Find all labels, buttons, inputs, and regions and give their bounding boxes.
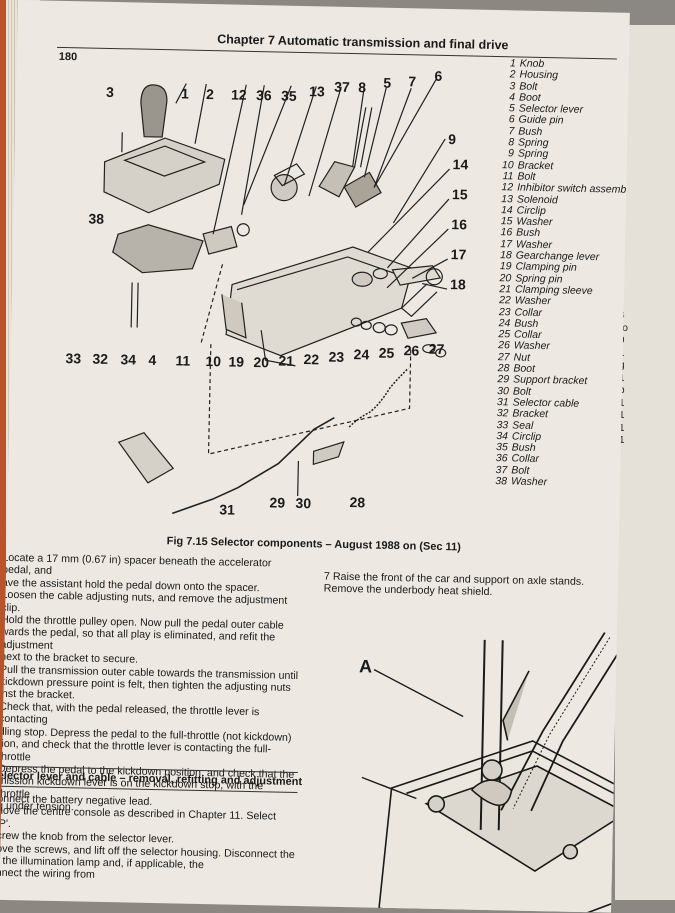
svg-text:18: 18	[450, 276, 466, 292]
svg-text:23: 23	[328, 349, 344, 365]
svg-text:25: 25	[379, 345, 395, 361]
svg-text:1: 1	[181, 85, 189, 101]
selector-cable-part	[172, 417, 335, 515]
svg-text:10: 10	[205, 353, 221, 369]
svg-text:30: 30	[295, 495, 311, 511]
legend-number: 2	[509, 68, 516, 81]
legend-number: 38	[495, 475, 508, 488]
book-page: 180 Chapter 7 Automatic transmission and…	[0, 0, 630, 913]
inhibitor-switch-part	[202, 225, 238, 255]
svg-text:11: 11	[175, 352, 190, 368]
svg-text:36: 36	[256, 87, 272, 103]
svg-text:31: 31	[219, 501, 235, 517]
legend-number: 12	[501, 181, 514, 194]
svg-text:17: 17	[451, 246, 467, 262]
svg-text:14: 14	[452, 156, 468, 172]
svg-text:38: 38	[88, 211, 104, 227]
step-7-text: 7 Raise the front of the car and support…	[323, 570, 585, 599]
knob-part	[140, 84, 168, 138]
margin-fragment: 1	[619, 422, 625, 434]
boot-spring-part	[348, 367, 409, 428]
svg-text:24: 24	[353, 346, 369, 362]
svg-text:9: 9	[448, 131, 456, 147]
svg-text:32: 32	[92, 351, 108, 367]
margin-fragment: 1	[619, 397, 625, 409]
svg-text:37: 37	[334, 79, 350, 95]
svg-text:8: 8	[358, 79, 366, 95]
svg-text:29: 29	[269, 494, 285, 510]
svg-text:21: 21	[278, 353, 294, 369]
cable-bracket-part	[117, 432, 175, 484]
margin-fragment: 1	[619, 410, 625, 421]
svg-text:33: 33	[65, 350, 81, 366]
svg-text:35: 35	[281, 88, 297, 104]
figure-caption: Fig 7.15 Selector components – August 19…	[166, 535, 462, 554]
svg-text:34: 34	[120, 351, 136, 367]
boot-part	[112, 224, 204, 274]
svg-text:4: 4	[148, 352, 156, 368]
svg-text:19: 19	[228, 353, 244, 369]
support-bracket-part	[312, 440, 345, 466]
selector-components-diagram: 3 1 2 12 36 35 13 37 8 5 7 6 9 14 15 38 …	[65, 68, 468, 518]
svg-text:20: 20	[253, 354, 269, 370]
legend-number: 22	[499, 294, 511, 307]
section-body: onnect the battery negative lead.nove th…	[0, 793, 302, 886]
margin-fragment: (o	[619, 322, 628, 334]
svg-text:16: 16	[451, 216, 467, 232]
detail-label-a: A	[359, 656, 372, 676]
svg-text:12: 12	[231, 86, 247, 102]
svg-text:28: 28	[349, 494, 365, 510]
svg-text:6: 6	[434, 68, 442, 84]
selector-lever-detail-diagram: A	[359, 631, 630, 913]
svg-text:7: 7	[408, 73, 416, 89]
svg-text:3: 3	[106, 84, 114, 100]
margin-fragment: 1	[619, 435, 625, 446]
svg-text:27: 27	[429, 341, 445, 357]
svg-text:13: 13	[309, 83, 325, 99]
svg-text:2: 2	[206, 86, 214, 102]
section-selector-lever: elector lever and cable – removal, refit…	[0, 765, 303, 886]
svg-text:15: 15	[452, 186, 468, 202]
base-bracket-part	[225, 246, 414, 357]
svg-text:26: 26	[404, 342, 420, 358]
svg-text:22: 22	[303, 351, 319, 367]
legend-label: Washer	[510, 475, 548, 489]
svg-text:5: 5	[383, 75, 391, 91]
legend-number: 32	[496, 407, 509, 420]
